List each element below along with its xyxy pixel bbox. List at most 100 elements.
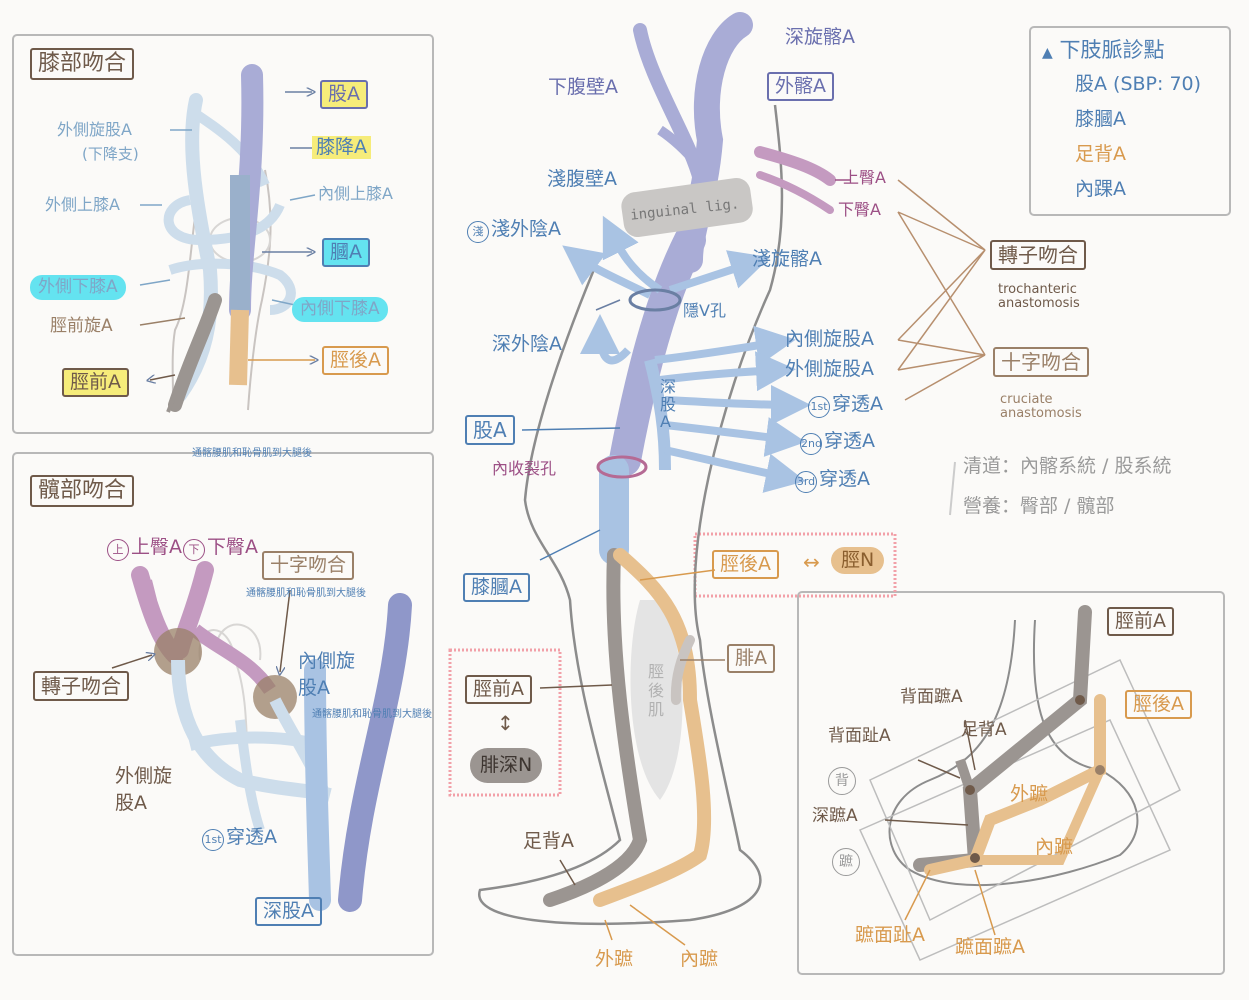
knee-title: 膝部吻合 (30, 48, 135, 80)
hip-sup-glut-label: 上上臀A (107, 538, 182, 561)
main-sup-glut-label: 上臀A (843, 168, 886, 187)
hip-panel-frame (12, 452, 434, 956)
main-leg-drawing (478, 12, 986, 946)
foot-med-plantar-label: 內蹠 (1035, 836, 1074, 858)
main-perf2-ord: 2nd (800, 433, 822, 455)
cruc-anastomosis-en: cruciate anastomosis (1000, 392, 1082, 422)
hip-perf-text: 穿透A (226, 826, 277, 848)
foot-drawing (858, 605, 1181, 961)
main-perf1-text: 穿透A (832, 393, 883, 415)
hip-troch-label: 轉子吻合 (33, 671, 129, 701)
main-perf1-ord: 1st (808, 396, 830, 418)
legend-item-dorsalis: 足背A (1075, 143, 1126, 165)
main-note-2: 營養：臀部 / 髖部 (963, 495, 1115, 517)
main-sup-ext-pud-label: 淺淺外陰A (467, 220, 561, 243)
foot-plantar-met-label: 蹠面蹠A (955, 936, 1025, 958)
main-at-pair-b: 腓深N (470, 748, 543, 783)
main-inf-epi-label: 下腹壁A (548, 76, 618, 98)
main-perf3-ord: 3rd (795, 471, 817, 493)
main-deep-fem-vertical: 深股A (660, 377, 677, 432)
knee-post-tib-label: 脛後A (322, 346, 389, 375)
hip-inf-glut-label: 下下臀A (183, 538, 258, 561)
cruc-node (253, 675, 297, 719)
main-soleus-label: 脛後肌 (648, 662, 665, 720)
cruc-anastomosis-title: 十字吻合 (993, 347, 1089, 377)
troch-anastomosis-title: 轉子吻合 (990, 240, 1086, 270)
knee-panel-frame (12, 34, 434, 434)
main-fem-label: 股A (465, 415, 515, 445)
knee-popl-label: 膕A (322, 238, 370, 267)
knee-lat-sup-label: 外側上膝A (45, 195, 120, 214)
foot-sole-circle: 蹠 (832, 848, 860, 876)
main-pt-pair-arrow: ↔ (803, 550, 820, 574)
foot-back-label: 背 (828, 767, 858, 795)
inguinal-ligament (621, 177, 753, 238)
main-pt-pair-b: 脛N (831, 547, 885, 574)
hip-drawing (111, 561, 412, 912)
foot-dors-ped-label: 足背A (961, 720, 1007, 740)
knee-lat-circ-sub: (下降支) (82, 145, 139, 163)
knee-med-sup-label: 內側上膝A (318, 184, 393, 203)
main-knee-popl-label: 膝膕A (463, 573, 530, 602)
foot-post-tib-label: 脛後A (1125, 690, 1192, 719)
legend-title-text: 下肢脈診點 (1059, 38, 1165, 62)
hip-inf-glut-text: 下臀A (207, 536, 258, 558)
legend-item-medmall: 內踝A (1075, 178, 1126, 200)
main-add-hiatus-label: 內收裂孔 (492, 459, 557, 478)
foot-panel-frame (797, 591, 1225, 975)
main-perf2-text: 穿透A (824, 430, 875, 452)
saph-ring (628, 288, 682, 312)
hip-title: 髖部吻合 (30, 475, 135, 507)
knee-med-inf-label: 內側下膝A (292, 297, 388, 322)
main-dors-ped-label: 足背A (523, 830, 574, 852)
foot-ant-tib-label: 脛前A (1107, 607, 1174, 636)
foot-back-circle: 背 (828, 767, 856, 795)
main-med-circ-label: 內側旋股A (785, 328, 874, 350)
hip-cruciate-label: 十字吻合 (262, 551, 355, 580)
main-sup-circ-il-label: 淺旋髂A (752, 248, 822, 270)
main-inf-glut-label: 下臀A (838, 200, 881, 219)
at-pair-frame (448, 648, 562, 797)
main-at-pair-arrow: ↕ (497, 711, 514, 735)
hip-deep-fem-label: 深股A (255, 897, 322, 926)
foot-lat-plantar-label: 外蹠 (1010, 783, 1049, 805)
legend-title: ▲ 下肢脈診點 (1042, 40, 1164, 61)
warning-triangle-icon: ▲ (1042, 45, 1053, 61)
knee-desc-genic-label: 膝降A (312, 136, 371, 159)
note-small-1: 通髂腰肌和恥骨肌到大腿後 (192, 448, 312, 459)
troch-anastomosis-en: trochanteric anastomosis (998, 282, 1080, 312)
hip-sup-glut-text: 上臀A (131, 536, 182, 558)
main-note-1: 清道：內髂系統 / 股系統 (963, 455, 1172, 477)
hip-lat-circ-label: 外側旋股A (115, 765, 173, 814)
main-sup-epi-label: 淺腹壁A (547, 168, 617, 190)
troch-node (154, 628, 202, 676)
main-deep-circ-il-label: 深旋髂A (785, 26, 855, 48)
superficial-circle-icon: 淺 (467, 221, 489, 243)
lower-circle-icon: 下 (183, 539, 205, 561)
main-deep-ext-pud-label: 深外陰A (492, 333, 562, 355)
main-lat-plantar-label: 外蹠 (595, 948, 634, 970)
main-saph-label: 隱V孔 (683, 301, 726, 320)
hip-note-1: 通髂腰肌和恥骨肌到大腿後 (246, 588, 366, 599)
upper-circle-icon: 上 (107, 539, 129, 561)
main-pt-pair-a: 脛後A (712, 550, 779, 579)
foot-sole-label: 蹠 (832, 848, 862, 876)
main-med-plantar-label: 內蹠 (680, 948, 719, 970)
knee-ant-recur-label: 脛前旋A (50, 316, 113, 336)
foot-dors-dig-label: 背面趾A (828, 726, 891, 746)
knee-lat-circ-label: 外側旋股A (57, 120, 132, 139)
legend-item-femoral: 股A (SBP: 70) (1075, 73, 1202, 95)
main-perf3-text: 穿透A (819, 468, 870, 490)
main-fibular-label: 腓A (727, 644, 775, 673)
foot-deep-plantar-label: 深蹠A (812, 806, 858, 826)
knee-drawing (139, 64, 315, 413)
knee-fem-label: 股A (320, 80, 368, 109)
hiatus-ring (596, 455, 648, 479)
foot-plantar-dig-label: 蹠面趾A (855, 924, 925, 946)
knee-ant-tib-label: 脛前A (62, 368, 129, 397)
